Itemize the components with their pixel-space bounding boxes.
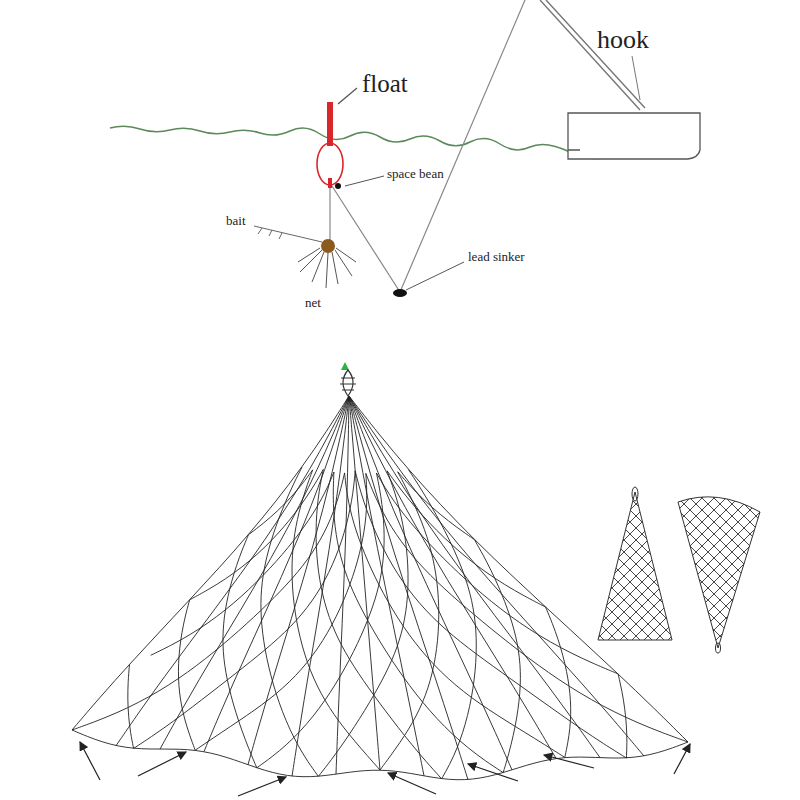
net-strand xyxy=(336,396,349,774)
net-strand xyxy=(72,473,345,730)
net-strand xyxy=(546,607,571,757)
net-strand xyxy=(292,396,349,776)
part-label: net xyxy=(305,296,321,310)
part-label: hook xyxy=(597,26,649,55)
pull-arrows xyxy=(80,742,690,796)
net-strand xyxy=(387,471,545,607)
bait-line xyxy=(329,188,330,242)
net-strands xyxy=(298,248,356,288)
net-strand xyxy=(349,396,468,780)
part-label: space bean xyxy=(387,167,444,181)
net-ring xyxy=(340,370,356,396)
net-strand xyxy=(116,396,349,746)
net-strand xyxy=(380,472,439,770)
net-strand xyxy=(349,396,644,756)
space-bean xyxy=(335,183,341,189)
net-strand xyxy=(618,674,627,758)
net-strand xyxy=(349,396,424,776)
net-strand xyxy=(366,473,688,742)
leader-line xyxy=(338,88,357,104)
net-head xyxy=(341,362,349,370)
net-strand xyxy=(333,472,503,773)
small-net-cone xyxy=(678,497,760,648)
net-strand xyxy=(223,535,257,768)
net-strand xyxy=(376,473,618,674)
net-strand xyxy=(261,467,318,776)
net-strand xyxy=(318,471,408,777)
net-strand xyxy=(160,396,349,749)
float-stick xyxy=(327,102,333,146)
small-net-cone xyxy=(598,492,672,640)
net-strand xyxy=(134,471,356,749)
fishing-rod xyxy=(540,0,645,110)
net-strand xyxy=(345,473,565,757)
net-strand xyxy=(195,473,367,750)
net-strand xyxy=(349,396,688,742)
net-strand xyxy=(349,396,600,758)
bait-ball xyxy=(321,239,335,253)
part-label: float xyxy=(362,70,408,98)
leader-line xyxy=(406,262,464,290)
net-strand xyxy=(190,469,324,599)
leader-line xyxy=(632,56,640,100)
net-strand xyxy=(355,471,626,758)
small-net-head xyxy=(632,487,638,501)
leader-line xyxy=(345,176,384,186)
net-strand xyxy=(72,730,688,780)
boat xyxy=(568,113,700,159)
lead-sinker xyxy=(393,289,407,297)
cast-net xyxy=(72,396,688,780)
net-strand xyxy=(349,396,512,770)
net-strand xyxy=(178,600,195,750)
bait-leader xyxy=(254,226,322,242)
part-label: lead sinker xyxy=(468,250,525,264)
net-strand xyxy=(408,469,476,778)
fishing-line xyxy=(332,0,525,292)
part-label: bait xyxy=(226,214,246,228)
net-strand xyxy=(257,473,384,768)
float-tail xyxy=(328,178,332,188)
net-strand xyxy=(248,396,349,765)
net-strand xyxy=(204,396,349,752)
net-strand xyxy=(474,540,520,773)
net-strand xyxy=(398,472,475,540)
small-net-tail xyxy=(716,643,721,653)
